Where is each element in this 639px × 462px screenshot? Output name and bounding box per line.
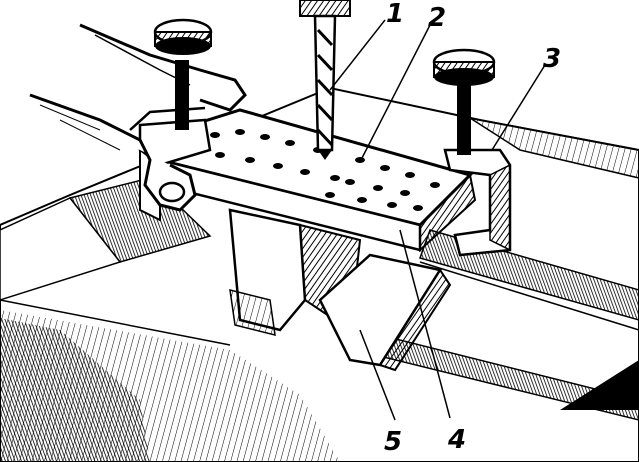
clamp-right <box>432 48 512 257</box>
callout-5: 5 <box>384 427 402 457</box>
callout-1: 1 <box>386 0 404 29</box>
callout-4: 4 <box>447 425 466 455</box>
callout-3: 3 <box>543 44 561 74</box>
hands <box>29 23 247 212</box>
leader-lines <box>329 19 546 421</box>
drill-bit <box>299 0 351 160</box>
callout-2: 2 <box>428 3 446 33</box>
machine-vise <box>228 208 452 372</box>
